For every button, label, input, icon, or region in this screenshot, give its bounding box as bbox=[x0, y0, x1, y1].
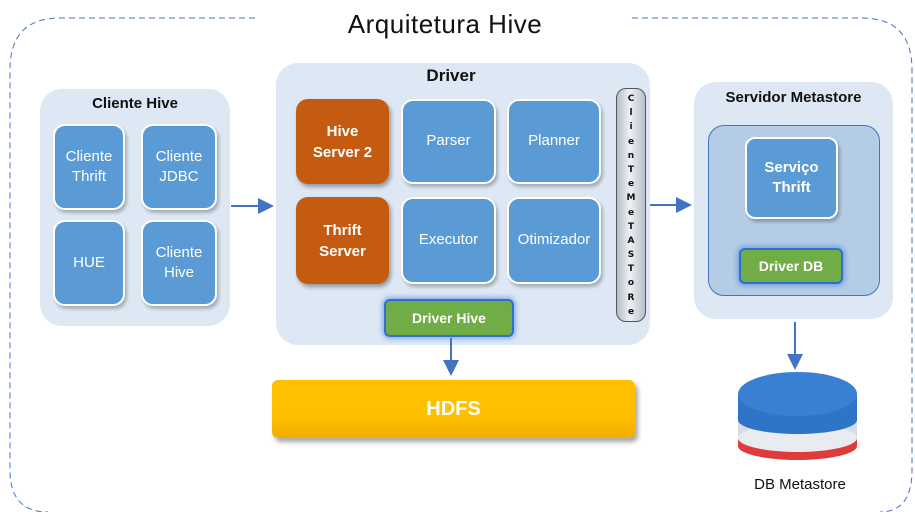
metastore-letter: R bbox=[627, 292, 635, 303]
cliente-jdbc-box: Cliente JDBC bbox=[141, 124, 217, 210]
cliente-thrift-box: Cliente Thrift bbox=[53, 124, 125, 210]
metastore-letter: e bbox=[627, 179, 635, 190]
metastore-letter: S bbox=[627, 250, 635, 261]
diagram-title: Arquitetura Hive bbox=[347, 8, 543, 39]
parser-box: Parser bbox=[401, 99, 496, 184]
servidor-metastore-panel: Servidor Metastore Serviço Thrift Driver… bbox=[694, 82, 893, 319]
servico-thrift-box: Serviço Thrift bbox=[745, 137, 838, 219]
cliente-hive-box: Cliente Hive bbox=[141, 220, 217, 306]
cliente-hive-title: Cliente Hive bbox=[92, 94, 178, 112]
metastore-letter: C bbox=[627, 94, 635, 104]
planner-box: Planner bbox=[507, 99, 601, 184]
executor-box: Executor bbox=[401, 197, 496, 284]
database-icon bbox=[738, 372, 857, 460]
metastore-letter: i bbox=[629, 122, 633, 133]
metastore-letter: A bbox=[627, 235, 635, 246]
metastore-letter: M bbox=[626, 193, 636, 204]
metastore-letter: e bbox=[627, 306, 635, 317]
metastore-letter: n bbox=[627, 150, 635, 161]
driver-panel: Driver Hive Server 2 Parser Planner Thri… bbox=[276, 63, 650, 345]
metastore-letter: l bbox=[629, 108, 633, 119]
cliente-hive-panel: Cliente Hive Cliente Thrift Cliente JDBC… bbox=[40, 89, 230, 326]
hue-box: HUE bbox=[53, 220, 125, 306]
driver-title: Driver bbox=[426, 66, 476, 85]
otimizador-box: Otimizador bbox=[507, 197, 601, 284]
thrift-server-box: Thrift Server bbox=[296, 197, 389, 284]
db-metastore-label: DB Metastore bbox=[754, 475, 846, 493]
metastore-letter: e bbox=[627, 207, 635, 218]
metastore-letter: e bbox=[627, 136, 635, 147]
driver-db-box: Driver DB bbox=[739, 248, 843, 284]
metastore-letter: T bbox=[627, 221, 635, 232]
cliente-metastore-bar: C l i e n T e M e T A S T o R e bbox=[616, 88, 646, 322]
metastore-letter: T bbox=[627, 264, 635, 275]
servidor-metastore-title: Servidor Metastore bbox=[725, 88, 862, 106]
metastore-letter: T bbox=[627, 164, 635, 175]
driver-hive-box: Driver Hive bbox=[384, 299, 514, 337]
metastore-letter: o bbox=[627, 278, 635, 289]
servidor-inner-panel: Serviço Thrift Driver DB bbox=[708, 125, 880, 296]
hdfs-box: HDFS bbox=[272, 380, 635, 438]
hive-server-2-box: Hive Server 2 bbox=[296, 99, 389, 184]
